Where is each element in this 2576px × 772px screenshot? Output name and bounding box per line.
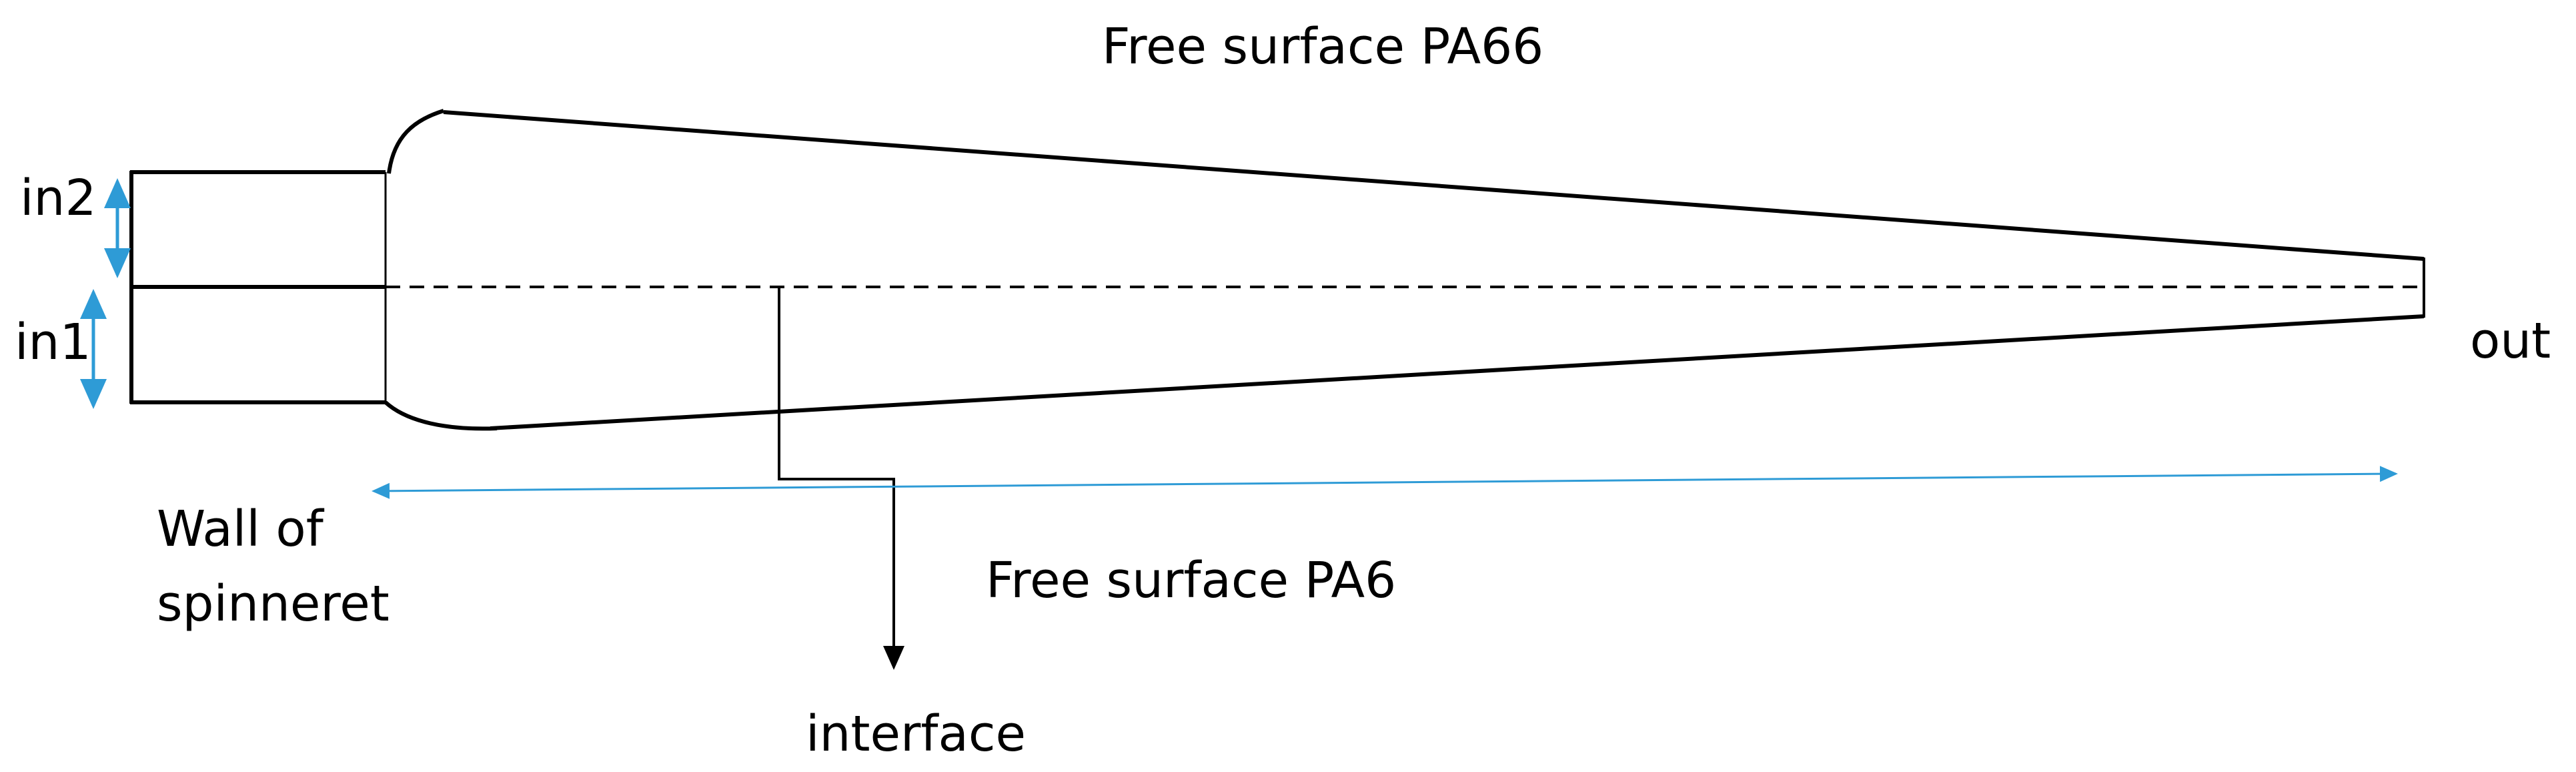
out-label: out: [2470, 312, 2551, 370]
lower-free-surface-line: [490, 314, 2425, 430]
length-dimension-arrow: [372, 466, 2398, 499]
wall-of-spinneret-label-line2: spinneret: [157, 575, 390, 633]
upper-free-surface-line: [443, 110, 2425, 261]
in1-label: in1: [15, 314, 91, 371]
jet-outline: [384, 109, 2425, 431]
free-surface-pa6-label: Free surface PA6: [986, 552, 1396, 609]
upper-die-swell-curve: [387, 109, 444, 174]
free-surface-pa66-label: Free surface PA66: [1102, 18, 1543, 75]
wall-of-spinneret-label-line1: Wall of: [157, 500, 325, 558]
lower-die-swell-curve: [384, 400, 498, 431]
in2-label: in2: [20, 169, 97, 227]
inlet-channels: [129, 170, 387, 404]
interface-label: interface: [806, 705, 1026, 763]
interface-leader-arrow: [778, 287, 904, 670]
